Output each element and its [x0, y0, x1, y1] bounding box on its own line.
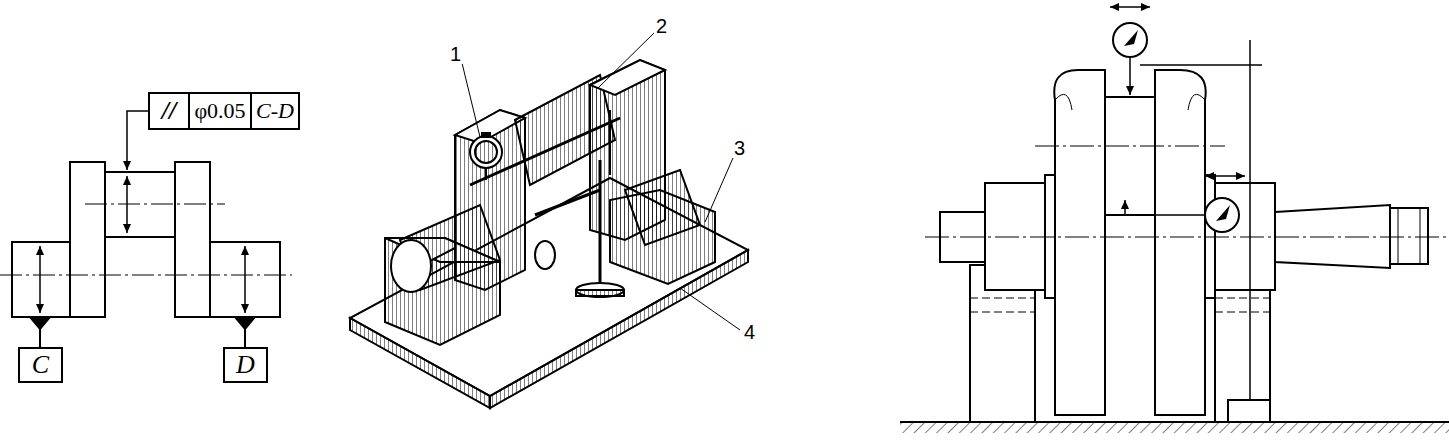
callout-number: 2	[654, 16, 669, 36]
datum-box: C	[18, 347, 63, 383]
tolerance-value-cell: φ0.05	[188, 92, 252, 130]
front-view	[900, 7, 1449, 433]
tolerance-symbol-cell: //	[148, 92, 190, 130]
callout-number: 3	[732, 138, 747, 158]
frame-text: D	[236, 350, 255, 380]
isometric-setup	[350, 33, 748, 408]
frame-text: C-D	[256, 98, 294, 124]
callout-number: 4	[742, 322, 757, 342]
crankshaft-sketch	[0, 111, 292, 347]
frame-text: φ0.05	[194, 98, 245, 124]
frame-text: //	[162, 96, 176, 126]
datum-box: D	[223, 347, 268, 383]
callout-number: 1	[448, 44, 463, 64]
frame-text: C	[32, 350, 49, 380]
datum-reference-cell: C-D	[250, 92, 300, 130]
